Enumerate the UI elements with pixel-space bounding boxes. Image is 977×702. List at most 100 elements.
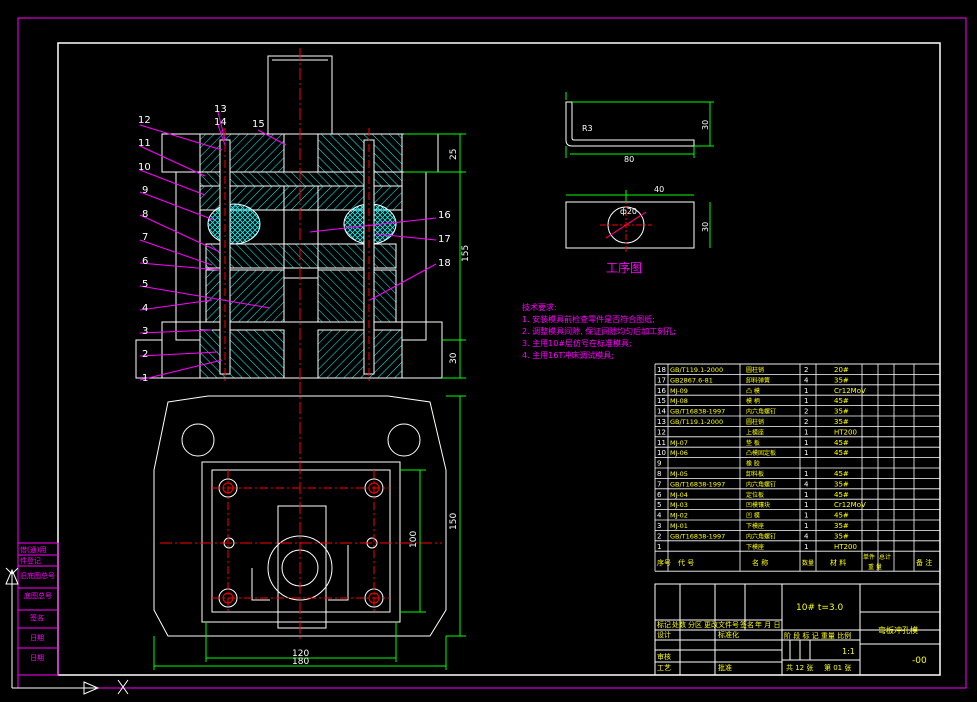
dim-150: 150 xyxy=(449,513,459,530)
bom-no: 4 xyxy=(657,512,662,520)
side-label-6: 日期 xyxy=(30,654,44,662)
part-dim-dia: ф20 xyxy=(620,207,637,216)
bom-name: 卸料板 xyxy=(746,470,764,478)
bom-hdr-no: 序号 xyxy=(657,558,671,567)
bom-qty: 4 xyxy=(804,480,809,488)
callouts-left xyxy=(139,111,287,381)
dim-30: 30 xyxy=(449,352,459,364)
tb-row-2: 分区 xyxy=(688,620,702,629)
callout-labels: 13 14 15 12 11 10 9 8 7 6 5 4 3 2 1 xyxy=(138,104,265,384)
callout-5: 5 xyxy=(142,279,148,290)
bom-mat: 35# xyxy=(834,376,849,384)
tb-row-4: 签名 xyxy=(740,620,754,629)
side-label-2: 旧底图总号 xyxy=(20,571,55,580)
bom-no: 10 xyxy=(657,449,666,457)
bom-name: 圆柱销 xyxy=(746,366,764,374)
callout-16: 16 xyxy=(438,210,451,221)
bom-qty: 4 xyxy=(804,376,809,384)
bom-hdr-code: 代 号 xyxy=(678,558,694,567)
bom-name: 内六角螺钉 xyxy=(746,480,776,488)
bom-mat: Cr12MoV xyxy=(834,501,866,509)
bom-no: 17 xyxy=(657,376,666,384)
bom-no: 18 xyxy=(657,366,666,374)
tb-standard: 标准化 xyxy=(718,630,739,639)
bom-qty: 2 xyxy=(804,366,808,374)
bom-no: 3 xyxy=(657,522,661,530)
bom-mat: 20# xyxy=(834,366,849,374)
bom-name: 卸料弹簧 xyxy=(746,376,770,384)
ucs-icon xyxy=(5,567,129,695)
bom-no: 14 xyxy=(657,408,666,416)
tb-review: 审核 xyxy=(657,652,671,661)
front-section-view xyxy=(135,48,443,382)
bom-no: 5 xyxy=(657,501,661,509)
side-label-4: 签名 xyxy=(30,613,44,622)
tb-design: 设计 xyxy=(657,630,671,639)
part-dim-80: 80 xyxy=(624,155,634,164)
bom-qty: 1 xyxy=(804,449,808,457)
bom-name: 下模座 xyxy=(746,522,764,530)
tb-row-1: 处数 xyxy=(672,620,686,629)
bom-no: 9 xyxy=(657,460,661,468)
bom-mat: 35# xyxy=(834,408,849,416)
bom-qty: 1 xyxy=(804,428,808,436)
tb-material: 10# t=3.0 xyxy=(796,603,844,613)
bom-code: GB/T119.1-2000 xyxy=(670,418,723,426)
bom-qty: 1 xyxy=(804,397,808,405)
callout-1: 1 xyxy=(142,373,148,384)
bom-code: MJ-06 xyxy=(670,449,688,457)
callout-labels-right: 16 17 18 xyxy=(438,210,451,269)
bom-no: 15 xyxy=(657,397,666,405)
bom-mat: 45# xyxy=(834,512,849,520)
bom-code: GB/T16838-1997 xyxy=(670,408,725,416)
tb-code: -00 xyxy=(912,656,927,666)
bom-name: 橡 胶 xyxy=(746,460,760,468)
tech-line-1: 1. 安装模具前检查零件是否符合图纸; xyxy=(522,314,655,324)
bom-name: 定位板 xyxy=(746,491,764,499)
bom-code: MJ-09 xyxy=(670,387,688,395)
callout-9: 9 xyxy=(142,185,148,196)
side-label-column: 借(通)用 件登记 旧底图总号 底图总号 签名 日期 日期 xyxy=(17,542,59,676)
bom-name: 凸 模 xyxy=(746,387,760,395)
dimensions-right xyxy=(404,133,466,379)
callout-2: 2 xyxy=(142,349,148,360)
callout-12: 12 xyxy=(138,115,151,126)
bom-mat: 35# xyxy=(834,532,849,540)
tech-line-3: 3. 主用10#层仿号在标准模具; xyxy=(522,338,632,348)
tb-approve: 批准 xyxy=(718,663,732,672)
bom-hdr-note: 备 注 xyxy=(916,558,932,567)
bom-no: 16 xyxy=(657,387,666,395)
part-dim-r: R3 xyxy=(582,124,593,133)
bom-code: MJ-03 xyxy=(670,501,688,509)
bom-code: MJ-01 xyxy=(670,522,688,530)
bom-name: 垫 板 xyxy=(746,439,760,447)
part-dim-40: 40 xyxy=(654,185,664,194)
bom-no: 8 xyxy=(657,470,661,478)
tb-scale: 1:1 xyxy=(842,647,855,656)
bom-hdr-total: 总计 xyxy=(879,553,891,561)
bom-qty: 1 xyxy=(804,439,808,447)
bom-name: 内六角螺钉 xyxy=(746,408,776,416)
title-block xyxy=(654,583,941,676)
bom-mat: 35# xyxy=(834,522,849,530)
part-dim-30b: 30 xyxy=(701,222,710,232)
bom-code: GB2867.6-81 xyxy=(670,376,713,384)
part-side-view xyxy=(565,92,714,158)
bom-mat: 35# xyxy=(834,418,849,426)
bom-code: MJ-02 xyxy=(670,512,688,520)
dim-25: 25 xyxy=(449,149,459,160)
tb-row-0: 标记 xyxy=(657,620,671,629)
tb-stage: 阶 段 标 记 重量 比例 xyxy=(784,631,851,640)
bom-name: 凹模镶块 xyxy=(746,501,770,509)
bom-qty: 2 xyxy=(804,408,808,416)
inner-frame xyxy=(57,42,941,676)
callout-17: 17 xyxy=(438,234,451,245)
dim-180: 180 xyxy=(292,657,309,667)
bom-qty: 1 xyxy=(804,470,808,478)
dim-100: 100 xyxy=(409,531,419,548)
callout-4: 4 xyxy=(142,303,148,314)
side-label-5: 日期 xyxy=(30,634,44,642)
bom-mat: HT200 xyxy=(834,428,857,436)
